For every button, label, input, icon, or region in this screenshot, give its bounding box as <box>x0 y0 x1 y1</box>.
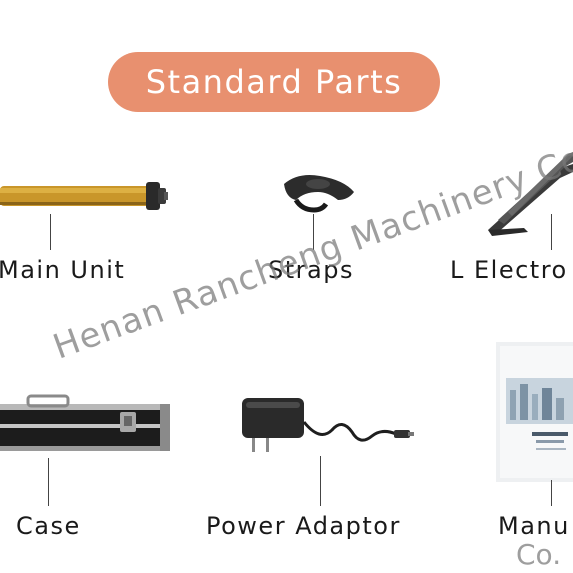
straps-leader <box>313 214 314 250</box>
company-watermark-tail: Co. <box>516 538 562 571</box>
case-leader <box>48 458 49 506</box>
main-unit-image <box>0 182 168 210</box>
case-image <box>0 394 170 451</box>
l-electrode-image <box>488 152 573 236</box>
straps-label: Straps <box>268 256 354 284</box>
section-title: Standard Parts <box>145 63 403 101</box>
power-adaptor-label: Power Adaptor <box>206 512 401 540</box>
main-unit-leader <box>50 214 51 250</box>
manual-leader <box>551 480 552 506</box>
manual-label: Manu <box>498 512 570 540</box>
l-electrode-label: L Electro <box>450 256 568 284</box>
power-adaptor-leader <box>320 456 321 506</box>
section-title-badge: Standard Parts <box>108 52 440 112</box>
manual-image <box>496 342 573 482</box>
main-unit-label: Main Unit <box>0 256 126 284</box>
case-label: Case <box>16 512 81 540</box>
straps-image <box>284 175 354 213</box>
power-adaptor-image <box>242 398 414 452</box>
l-electrode-leader <box>551 214 552 250</box>
